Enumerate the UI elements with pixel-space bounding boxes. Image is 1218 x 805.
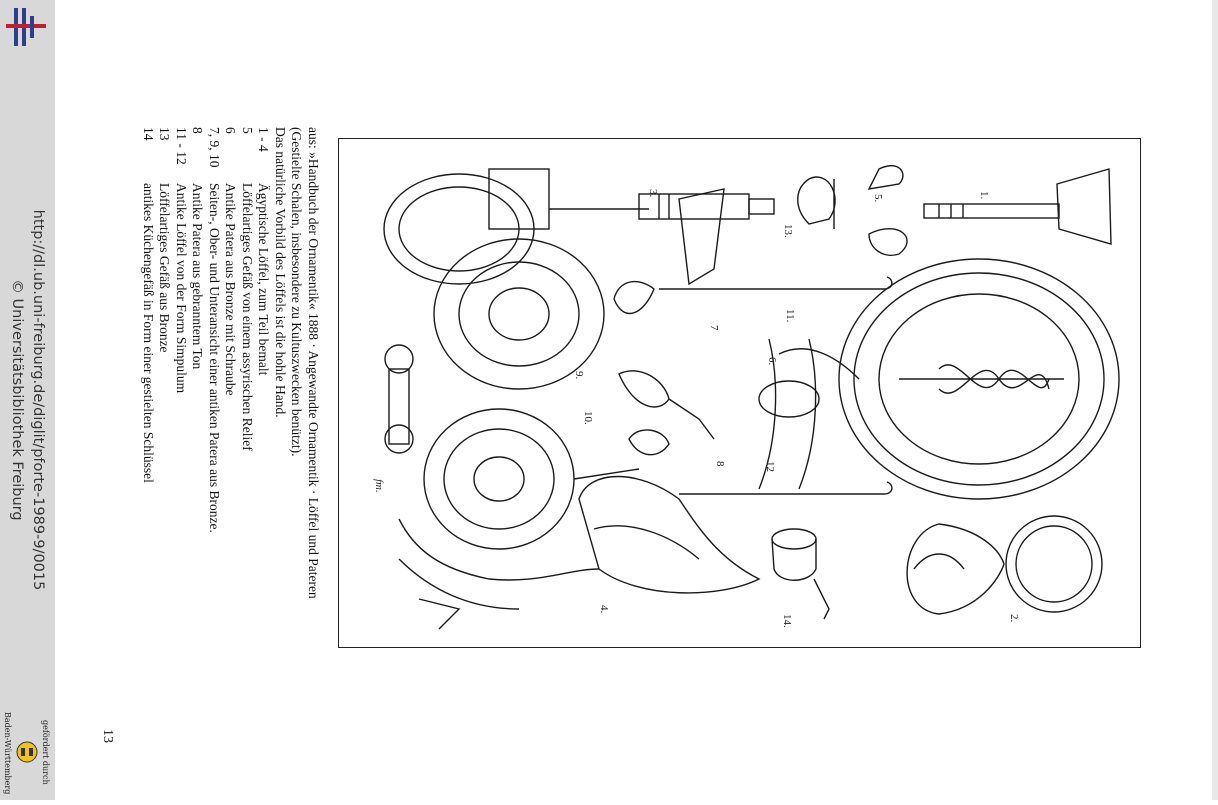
label-6: 6. [766, 357, 778, 366]
legend-text: Antike Patera aus Bronze mit Schraube [223, 183, 239, 396]
legend-row: 14 antikes Küchengefäß in Form einer gest… [139, 127, 156, 647]
simpulum-11-drawing [613, 276, 893, 315]
funding-badge: gefördert durch Baden-Württemberg [2, 706, 53, 800]
patera-3-drawing [638, 188, 775, 286]
legend-number: 1 - 4 [256, 127, 272, 152]
caption-line: Das natürliche Vorbild des Löffels ist d… [272, 127, 288, 418]
baden-wuerttemberg-crest-icon [16, 741, 38, 763]
legend-row: 1 - 4 Ägyptische Löffel, zum Teil bemalt [255, 127, 272, 647]
legend-text: Antike Patera aus gebranntem Ton [190, 183, 206, 370]
legend-number: 13 [157, 127, 173, 141]
legend-number: 14 [140, 127, 156, 141]
legend-text: Löffelartiges Gefäß aus Bronze [157, 183, 173, 353]
legend-row: 11 - 12 Antike Löffel von der Form Simpul… [172, 127, 189, 647]
label-12: 12 [764, 461, 776, 472]
state-label: Baden-Württemberg [3, 712, 12, 795]
artist-signature: fm. [373, 479, 385, 493]
label-14: 14. [781, 614, 793, 628]
legend-number: 6 [223, 127, 239, 134]
label-3: 3. [647, 189, 659, 198]
label-9: 9. [573, 371, 585, 380]
spoon-2-drawing [906, 515, 1103, 615]
label-10: 10. [582, 411, 594, 425]
spoon-1-drawing [923, 168, 1112, 245]
simpulum-12-drawing [628, 429, 893, 495]
vessel-5-drawing [867, 165, 908, 256]
legend-row: 7, 9, 10 Seiten-, Ober- und Unteransicht … [205, 127, 222, 647]
legend-number: 8 [190, 127, 206, 134]
label-4: 4. [598, 605, 610, 614]
legend-text: Ägyptische Löffel, zum Teil bemalt [256, 183, 272, 376]
figure-caption: aus: »Handbuch der Ornamentik« 1888 · An… [139, 127, 321, 647]
ornament-illustration: 1. 2. 3. 4. 5. 6. 7 8 9. 10. 11. 12 13. … [338, 138, 1141, 648]
label-5: 5. [872, 194, 884, 203]
legend-number: 5 [239, 127, 255, 134]
page-number: 13 [100, 729, 115, 743]
patera-8-drawing [618, 338, 820, 490]
ub-freiburg-logo-icon [6, 8, 46, 46]
figure-labels: 1. 2. 3. 4. 5. 6. 7 8 9. 10. 11. 12 13. … [373, 189, 1020, 628]
legend-text: Antike Löffel von der Form Simpulum [173, 183, 189, 394]
legend-number: 7, 9, 10 [206, 127, 222, 168]
legend-text: Seiten-, Ober- und Unteransicht einer an… [206, 183, 222, 533]
label-13: 13. [782, 224, 794, 238]
patera-6-drawing [778, 258, 1120, 500]
label-1: 1. [978, 191, 990, 200]
legend-text: antikes Küchengefäß in Form einer gestie… [140, 183, 156, 483]
spoon-4-drawing [398, 475, 761, 630]
patera-7-drawing [383, 168, 649, 390]
funded-by-label: gefördert durch [41, 720, 50, 785]
label-11: 11. [784, 309, 796, 323]
label-8: 8 [714, 461, 726, 467]
patera-9-10-drawing [384, 344, 640, 550]
label-2: 2. [1008, 614, 1020, 623]
viewer-sidebar: http://dl.ub.uni-freiburg.de/diglit/pfor… [0, 0, 55, 800]
page-edge [1212, 0, 1218, 800]
label-7: 7 [708, 325, 720, 331]
vessel-13-drawing [797, 176, 836, 229]
permalink-block: http://dl.ub.uni-freiburg.de/diglit/pfor… [6, 210, 48, 591]
copyright-notice: © Universitätsbibliothek Freiburg [9, 279, 25, 521]
legend-text: Löffelartiges Gefäß von einem assyrische… [239, 183, 255, 451]
vessel-14-drawing [771, 528, 830, 620]
caption-intro: aus: »Handbuch der Ornamentik« 1888 · An… [289, 127, 321, 599]
spoons-and-paterae-drawing: 1. 2. 3. 4. 5. 6. 7 8 9. 10. 11. 12 13. … [373, 165, 1120, 630]
permalink-url[interactable]: http://dl.ub.uni-freiburg.de/diglit/pfor… [30, 209, 46, 591]
legend-number: 11 - 12 [173, 127, 189, 165]
